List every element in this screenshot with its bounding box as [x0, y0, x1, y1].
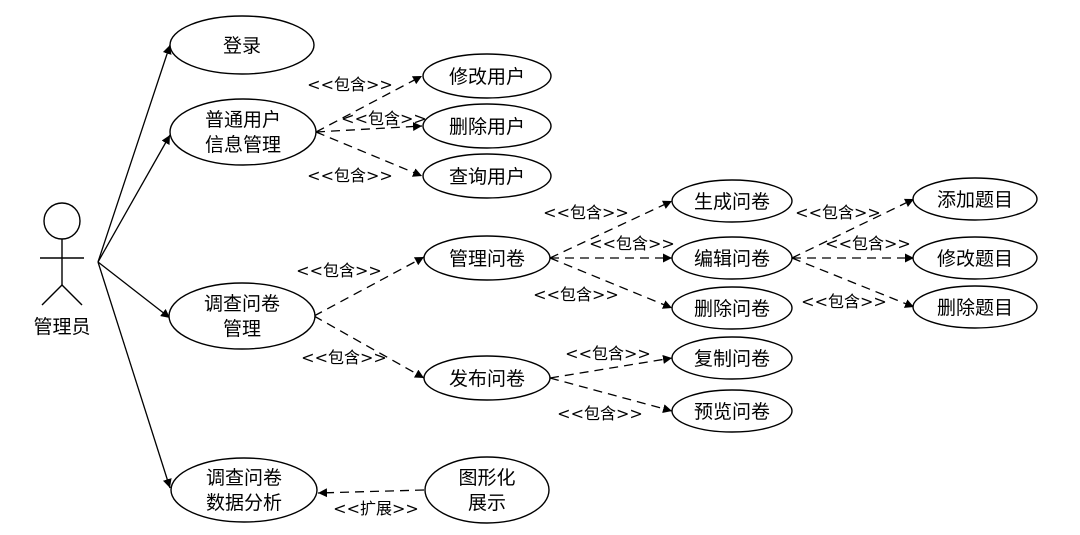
assoc-user-mgmt: [97, 134, 171, 263]
usecase-del-item-label: 删除题目: [937, 297, 1013, 319]
relationships: [313, 75, 915, 498]
usecase-survey-mgmt-line2: 管理: [223, 318, 261, 340]
actor-admin: 管理员: [33, 202, 91, 338]
include-del-item: [791, 257, 915, 308]
usecase-login-label: 登录: [223, 35, 261, 57]
actor-head: [43, 202, 81, 240]
usecase-del-q-label: 删除问卷: [694, 298, 770, 320]
usecase-add-item-label: 添加题目: [937, 189, 1013, 211]
usecase-preview-q: 预览问卷: [671, 389, 793, 433]
label-include-query-user: <<包含>>: [307, 166, 393, 185]
include-preview-q: [549, 377, 673, 413]
usecase-gen-q: 生成问卷: [671, 179, 793, 223]
usecase-publish-q: 发布问卷: [423, 355, 551, 401]
usecase-survey-mgmt-line1: 调查问卷: [204, 293, 280, 315]
usecase-user-mgmt-line1: 普通用户: [205, 109, 281, 131]
label-include-gen-q: <<包含>>: [543, 203, 629, 222]
relationship-labels: <<包含>> <<包含>> <<包含>> <<包含>> <<包含>> <<包含>…: [296, 75, 911, 518]
usecase-graph: 图形化 展示: [424, 456, 550, 524]
usecase-preview-q-label: 预览问卷: [694, 401, 770, 423]
usecase-analysis-line2: 数据分析: [206, 492, 282, 514]
usecase-modify-user-label: 修改用户: [449, 66, 525, 88]
include-query-user: [315, 131, 423, 177]
usecase-publish-q-label: 发布问卷: [449, 368, 525, 390]
usecase-del-item: 删除题目: [912, 285, 1038, 329]
usecase-copy-q: 复制问卷: [671, 336, 793, 380]
usecase-delete-user-label: 删除用户: [449, 116, 525, 138]
label-include-copy-q: <<包含>>: [565, 344, 651, 363]
assoc-login: [97, 44, 172, 263]
actor-right-leg: [61, 284, 83, 306]
usecase-manage-q: 管理问卷: [423, 235, 551, 281]
usecase-del-q: 删除问卷: [671, 286, 793, 330]
usecase-graph-line1: 图形化: [458, 467, 515, 489]
label-extend-graph: <<扩展>>: [333, 499, 419, 518]
usecase-user-mgmt-line2: 信息管理: [205, 134, 281, 156]
include-manage-q: [313, 256, 425, 317]
include-del-q: [549, 257, 673, 309]
include-delete-user: [315, 122, 423, 133]
label-include-edit-q: <<包含>>: [589, 234, 675, 253]
label-include-del-item: <<包含>>: [801, 292, 887, 311]
usecase-delete-user: 删除用户: [422, 103, 552, 149]
include-copy-q: [549, 355, 673, 379]
usecase-graph-line2: 展示: [468, 492, 506, 514]
associations: [97, 44, 172, 489]
actor-left-leg: [41, 284, 63, 306]
assoc-survey-mgmt: [97, 261, 171, 319]
label-include-manage-q: <<包含>>: [296, 261, 382, 280]
label-include-add-item: <<包含>>: [795, 203, 881, 222]
assoc-analysis: [97, 261, 172, 489]
usecase-modify-user: 修改用户: [422, 53, 552, 99]
label-include-del-q: <<包含>>: [533, 285, 619, 304]
label-include-modify-user: <<包含>>: [307, 75, 393, 94]
usecase-query-user: 查询用户: [422, 153, 552, 199]
include-add-item: [791, 198, 915, 259]
include-gen-q: [549, 200, 673, 259]
usecase-add-item: 添加题目: [912, 177, 1038, 221]
usecase-mod-item: 修改题目: [912, 236, 1038, 280]
extend-graph: [317, 488, 425, 498]
usecase-edit-q-label: 编辑问卷: [694, 248, 770, 270]
usecase-analysis-line1: 调查问卷: [206, 467, 282, 489]
usecase-copy-q-label: 复制问卷: [694, 348, 770, 370]
include-publish-q: [313, 315, 425, 379]
label-include-preview-q: <<包含>>: [557, 404, 643, 423]
usecase-analysis: 调查问卷 数据分析: [170, 457, 318, 523]
label-include-publish-q: <<包含>>: [301, 348, 387, 367]
include-modify-user: [315, 75, 423, 133]
label-include-delete-user: <<包含>>: [341, 109, 427, 128]
actor-label: 管理员: [33, 316, 90, 338]
usecase-mod-item-label: 修改题目: [937, 248, 1013, 270]
usecase-edit-q: 编辑问卷: [671, 236, 793, 280]
usecase-login: 登录: [169, 15, 315, 75]
usecase-query-user-label: 查询用户: [449, 166, 525, 188]
usecase-survey-mgmt: 调查问卷 管理: [168, 282, 316, 350]
usecase-user-mgmt: 普通用户 信息管理: [169, 98, 317, 166]
usecase-manage-q-label: 管理问卷: [449, 248, 525, 270]
label-include-mod-item: <<包含>>: [825, 234, 911, 253]
usecase-gen-q-label: 生成问卷: [694, 191, 770, 213]
